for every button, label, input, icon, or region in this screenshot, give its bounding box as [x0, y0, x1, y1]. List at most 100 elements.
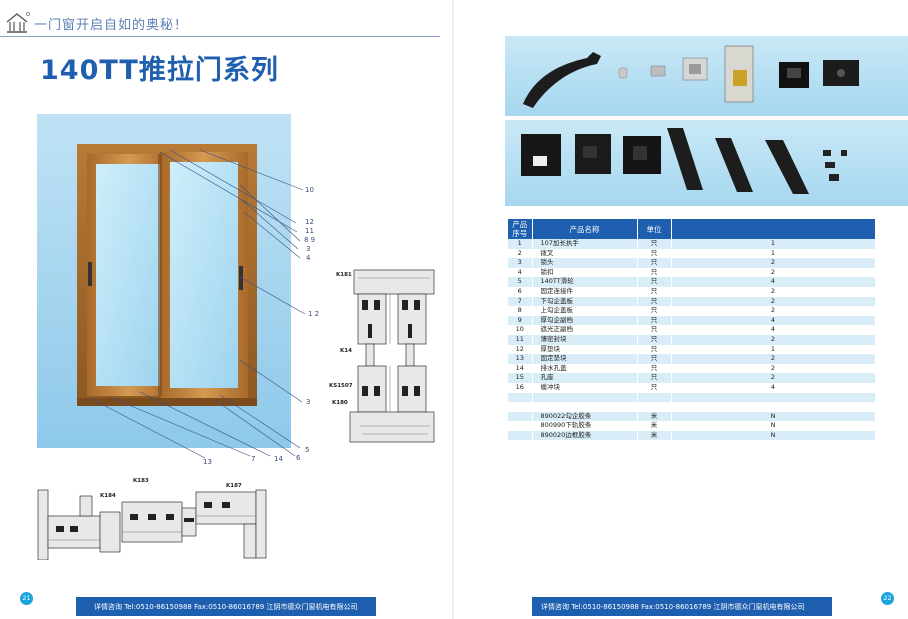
callout-label: 11 [305, 227, 314, 235]
cell-qty: 4 [671, 315, 876, 326]
cell-unit: 米 [637, 411, 672, 422]
callout-label: 7 [251, 455, 256, 463]
col-header-qty [671, 219, 876, 239]
cell-unit: 只 [637, 248, 672, 259]
callout-label: 13 [203, 458, 212, 466]
cell-unit: 只 [637, 354, 672, 364]
sliding-door-illustration [77, 144, 257, 406]
cell-qty [671, 392, 876, 403]
cell-qty: 1 [671, 239, 876, 249]
cell-unit: 只 [637, 286, 672, 297]
table-header-row: 产品 序号 产品名称 单位 [508, 219, 876, 239]
cell-name: 薄密封块 [532, 334, 638, 345]
footer-contact: 详情咨询 Tel:0510-86150988 Fax:0510-86016789… [541, 603, 805, 611]
cell-qty: 2 [671, 334, 876, 345]
cell-qty: 2 [671, 373, 876, 383]
cell-qty: N [671, 421, 876, 431]
hardware-items-row-1 [523, 45, 859, 108]
cell-unit [637, 440, 672, 451]
cell-qty: 2 [671, 363, 876, 374]
cell-number: 12 [508, 344, 533, 355]
cell-number [508, 392, 533, 403]
cell-number: 6 [508, 286, 533, 297]
cell-number: 7 [508, 296, 533, 307]
section-label-k181: K181 [336, 272, 352, 278]
cell-number: 16 [508, 382, 533, 393]
cell-number: 15 [508, 373, 533, 383]
callout-label: 6 [296, 454, 301, 462]
page-title: 140TT推拉门系列 [40, 55, 279, 86]
table-row [508, 440, 876, 451]
cell-unit [637, 392, 672, 403]
cell-unit: 只 [637, 344, 672, 355]
cell-number: 13 [508, 354, 533, 364]
cell-number [508, 411, 533, 422]
cell-number [508, 440, 533, 451]
cell-name: 锁头 [532, 258, 638, 268]
hardware-photo-row-2 [505, 120, 908, 206]
cell-name: 800990下轨胶条 [532, 421, 638, 431]
cell-qty: 4 [671, 325, 876, 335]
cell-name: 107加长执手 [532, 239, 638, 249]
table-row [508, 392, 876, 403]
cell-number [508, 421, 533, 431]
section-label-k14: K14 [340, 348, 352, 354]
cell-qty: 2 [671, 258, 876, 268]
cell-unit: 只 [637, 296, 672, 307]
cell-number: 3 [508, 258, 533, 268]
vertical-section-drawing [349, 269, 435, 443]
cell-qty: 1 [671, 248, 876, 259]
cell-number [508, 402, 533, 412]
cell-number: 5 [508, 277, 533, 287]
cell-unit: 米 [637, 430, 672, 441]
cell-qty: N [671, 411, 876, 422]
cell-unit: 只 [637, 325, 672, 335]
cell-name: 140TT滑轮 [532, 277, 638, 287]
cell-qty [671, 440, 876, 451]
hardware-photo-row-1 [505, 36, 908, 116]
cell-name: 拨叉 [532, 248, 638, 259]
cell-unit: 只 [637, 267, 672, 278]
callout-label: 3 [306, 245, 311, 253]
cell-qty: N [671, 430, 876, 441]
cell-unit: 只 [637, 373, 672, 383]
callout-lines [89, 149, 306, 459]
cell-qty: 2 [671, 306, 876, 316]
cell-number: 14 [508, 363, 533, 374]
footer-bar [76, 597, 376, 616]
cell-number: 4 [508, 267, 533, 278]
cell-number: 9 [508, 315, 533, 326]
cell-unit [637, 402, 672, 412]
header-slogan: 一门窗开启自如的奥秘！ [34, 18, 189, 33]
callout-label: 4 [306, 254, 311, 262]
callout-label: 3 [306, 398, 311, 406]
cell-unit: 只 [637, 258, 672, 268]
cell-unit: 只 [637, 363, 672, 374]
footer-bar [532, 597, 832, 616]
cell-qty [671, 402, 876, 412]
cell-number: 11 [508, 334, 533, 345]
cell-unit: 只 [637, 306, 672, 316]
hardware-items-row-2 [521, 128, 847, 194]
footer-contact: 详情咨询 Tel:0510-86150988 Fax:0510-86016789… [94, 603, 358, 611]
cell-number: 8 [508, 306, 533, 316]
section-label-ks1507: KS1507 [329, 383, 353, 389]
cell-number: 1 [508, 239, 533, 249]
cell-qty: 2 [671, 267, 876, 278]
col-header-name: 产品名称 [532, 219, 638, 239]
